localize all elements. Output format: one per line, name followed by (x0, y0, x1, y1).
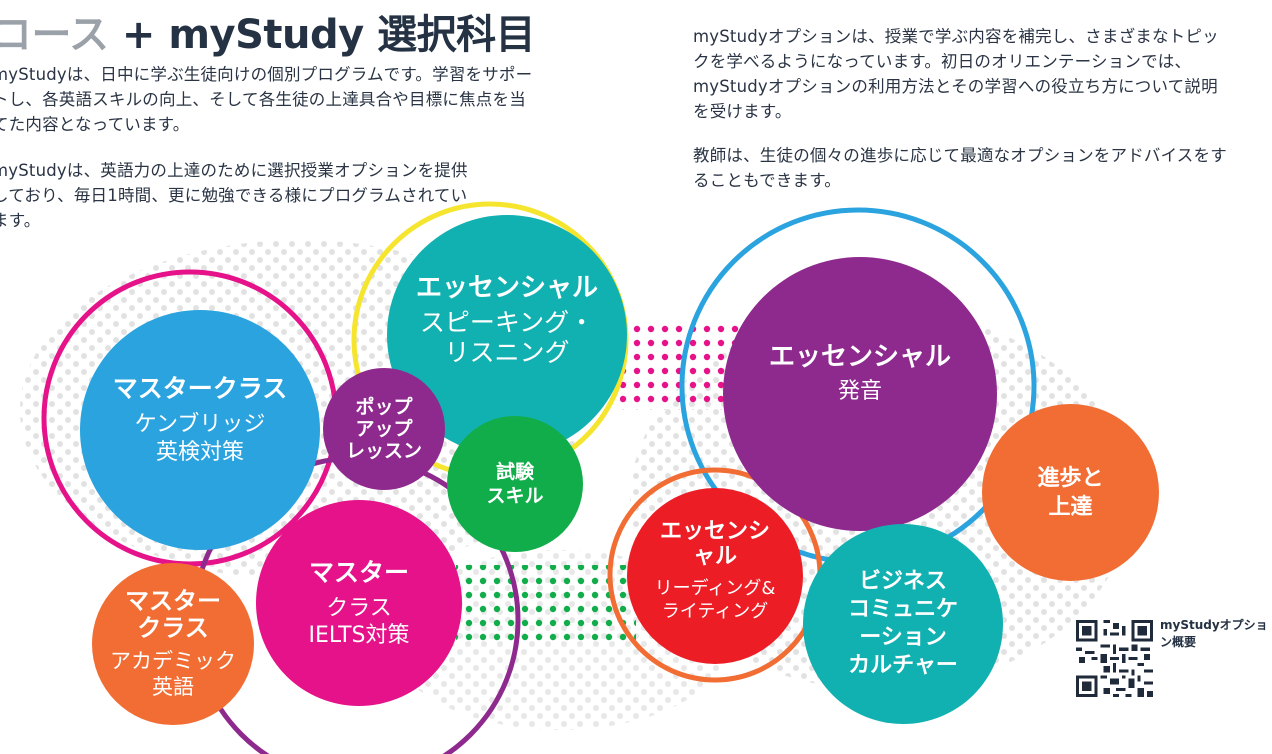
bubble-line: 進歩と (1037, 465, 1104, 491)
bubble-subtitle: 英語 (152, 675, 194, 699)
qr-code-icon[interactable] (1076, 620, 1153, 697)
bubble-masterclass-cambridge: マスタークラス ケンブリッジ 英検対策 (80, 310, 320, 550)
qr-code-label: myStudyオプション概要 (1160, 618, 1268, 649)
bubble-title: クラス (137, 614, 209, 642)
bubble-title: マスター (125, 587, 221, 615)
bubble-title: マスター (308, 558, 409, 587)
green-dot-band (456, 565, 636, 647)
bubble-line: コミュニケ (847, 597, 958, 622)
bubble-subtitle: スピーキング・ (419, 308, 595, 337)
bubble-line: アップ (355, 418, 413, 440)
bubble-title: エッセンシャル (768, 342, 951, 372)
bubble-line: スキル (486, 485, 544, 507)
bubble-line: 上達 (1048, 494, 1093, 520)
bubble-subtitle: IELTS対策 (308, 623, 410, 648)
title-mystudy: + myStudy 選択科目 (108, 12, 536, 58)
page-title: コース + myStudy 選択科目 (0, 2, 536, 60)
bubble-line: ビジネス (858, 569, 947, 594)
bubble-line: 試験 (495, 461, 534, 483)
bubble-masterclass-academic: マスター クラス アカデミック 英語 (92, 563, 254, 725)
bubble-business-communication: ビジネス コミュニケ ーション カルチャー (803, 524, 1003, 724)
bubble-masterclass-ielts: マスター クラス IELTS対策 (256, 500, 462, 706)
bubble-popup-lesson: ポップ アップ レッスン (323, 368, 445, 490)
bubble-subtitle: アカデミック (110, 649, 236, 673)
bubble-line: カルチャー (848, 653, 958, 678)
bubble-subtitle: 発音 (837, 379, 882, 404)
bubble-progress: 進歩と 上達 (982, 404, 1159, 581)
bubble-line: ーション (859, 625, 947, 650)
bubble-subtitle: リスニング (444, 338, 570, 367)
bubble-title: ャル (692, 544, 737, 569)
bubble-line: ポップ (355, 396, 413, 418)
bubble-subtitle: ライティング (661, 601, 769, 622)
bubble-title: マスタークラス (112, 374, 288, 403)
bubble-title: エッセンシ (659, 519, 770, 544)
intro-paragraph-3: myStudyオプションは、授業で学ぶ内容を補完し、さまざまなトピックを学べるよ… (693, 27, 1219, 121)
title-course: コース (0, 12, 109, 58)
bubble-essential-reading: エッセンシ ャル リーディング& ライティング (627, 488, 803, 664)
intro-paragraph-2: myStudyは、英語力の上達のために選択授業オプションを提供しており、毎日1時… (0, 161, 468, 230)
bubble-line: レッスン (345, 440, 422, 462)
bubble-subtitle: 英検対策 (155, 440, 244, 465)
bubble-essential-pronunciation: エッセンシャル 発音 (723, 257, 997, 531)
bubble-exam-skills: 試験 スキル (447, 416, 583, 552)
bubble-subtitle: リーディング& (654, 578, 776, 599)
bubble-title: エッセンシャル (415, 273, 598, 303)
intro-paragraph-1: myStudyは、日中に学ぶ生徒向けの個別プログラムです。学習をサポートし、各英… (0, 65, 533, 134)
bubble-subtitle: クラス (326, 596, 392, 621)
intro-paragraph-4: 教師は、生徒の個々の進歩に応じて最適なオプションをアドバイスをすることもできます… (693, 146, 1227, 190)
bubble-subtitle: ケンブリッジ (134, 412, 266, 437)
